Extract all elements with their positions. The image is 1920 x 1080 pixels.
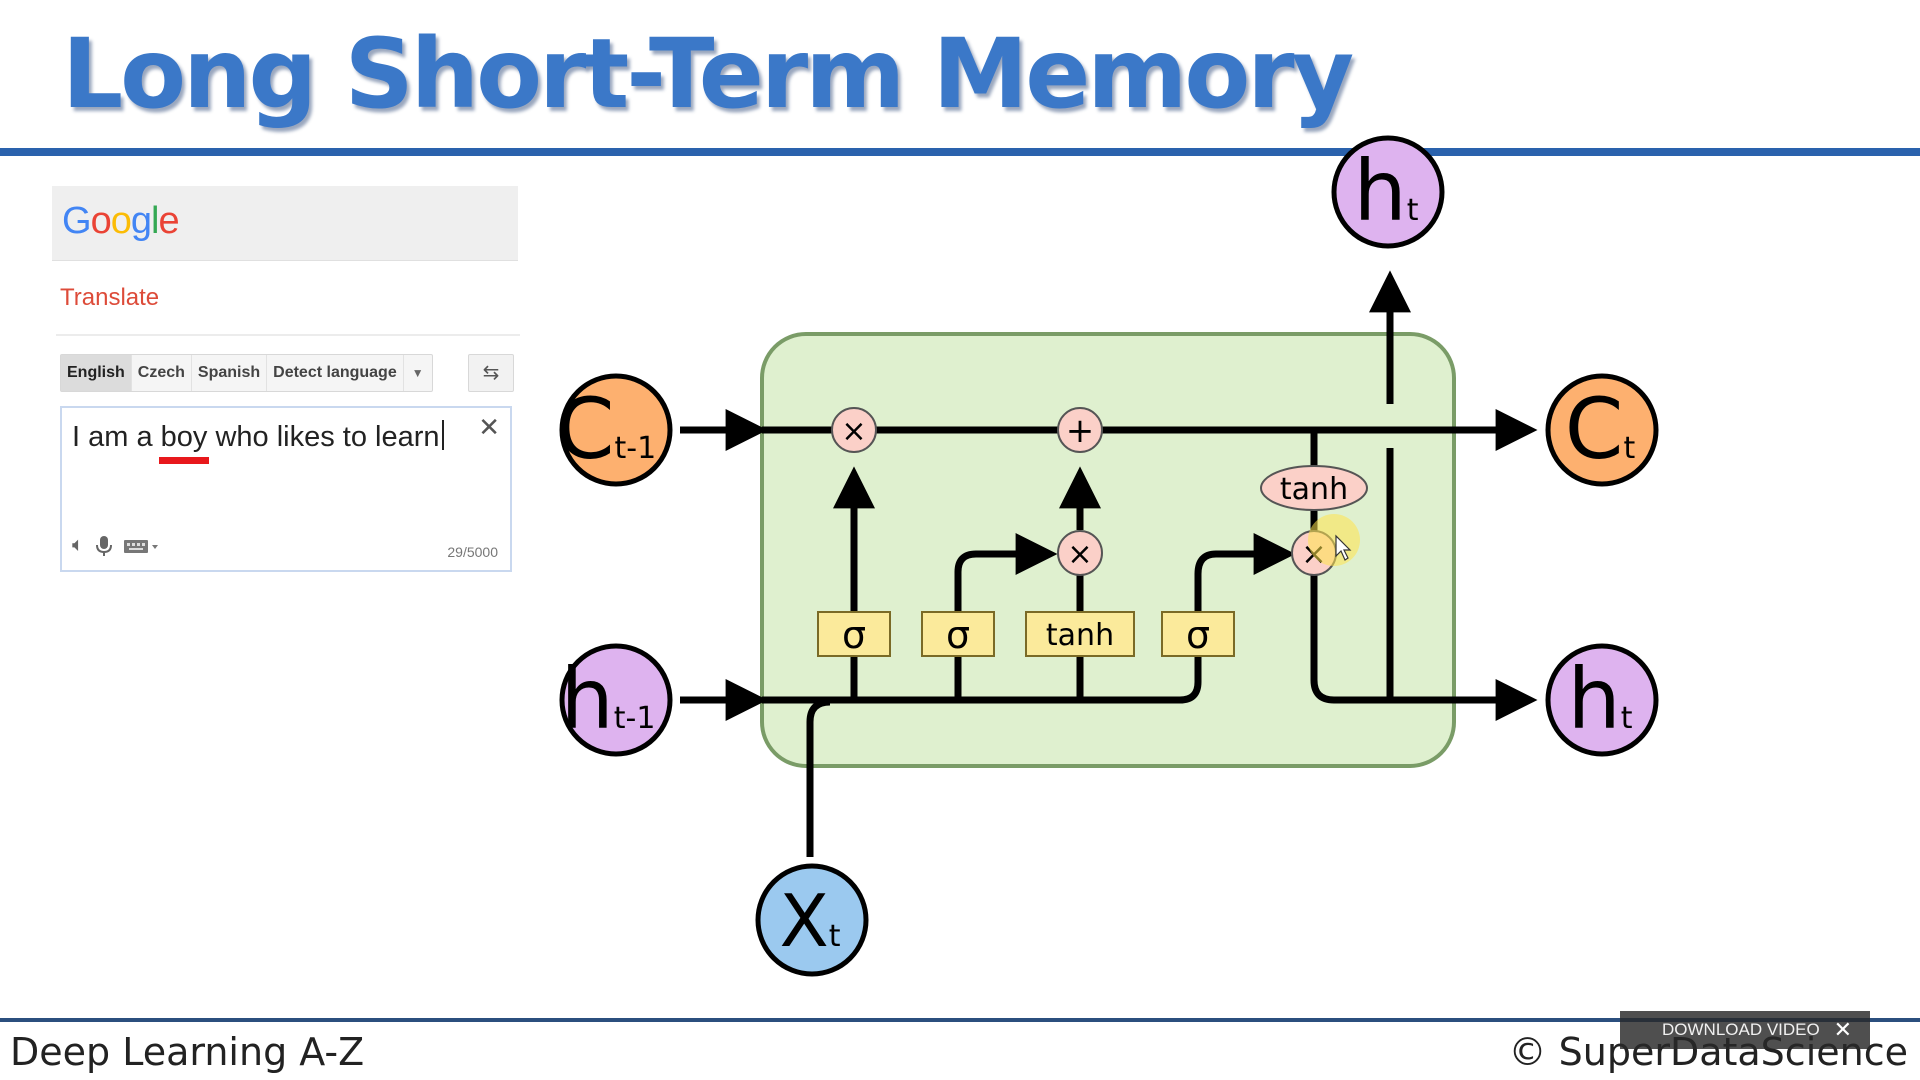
output-gate-to-mult [1194,533,1296,612]
forget-multiply-op: × [831,407,877,453]
source-text-input[interactable]: I am a boy who likes to learn [72,420,444,464]
microphone-icon[interactable] [96,535,112,557]
title-divider [0,148,1920,156]
add-symbol: + [1066,411,1095,451]
x-input-line [806,698,831,857]
input-gate-to-mult [954,533,1058,612]
lstm-cell-body [760,332,1456,768]
svg-text:Xt: Xt [779,879,840,963]
candidate-gate: tanh [1025,611,1135,657]
translate-product-label[interactable]: Translate [60,284,160,311]
svg-text:ht-1: ht-1 [561,650,656,748]
h-top-main: h [1353,142,1406,240]
c-prev-sub: t-1 [614,431,656,466]
output-gate: σ [1161,611,1235,657]
mouse-pointer [1308,514,1360,566]
language-dropdown-icon[interactable]: ▼ [411,366,424,380]
spellcheck-flagged-word[interactable]: boy [158,421,210,464]
text-cursor [441,420,444,450]
swap-arrows-icon[interactable]: ⇆ [468,354,514,392]
course-name: Deep Learning A-Z [10,1030,365,1074]
h-top-node: ht [1331,135,1445,249]
input-multiply-symbol: × [1067,537,1092,572]
close-icon[interactable]: ✕ [1833,1017,1852,1042]
hidden-input-bus [762,632,1202,704]
keyboard-icon[interactable] [124,537,160,555]
download-video-button[interactable]: DOWNLOAD VIDEO [1662,1020,1820,1039]
footer-divider [0,1018,1920,1022]
forget-gate-label: σ [842,613,866,657]
x-input-node: Xt [755,863,869,977]
svg-text:Ct: Ct [1565,380,1636,478]
x-input-main: X [779,879,828,963]
logo-letter: o [90,200,112,242]
output-mult-down [1310,574,1538,721]
language-tab-czech[interactable]: Czech [132,355,192,391]
google-logo: Google [62,200,180,243]
add-op: + [1057,407,1103,453]
source-text-before: I am a [72,421,161,453]
h-prev-main: h [561,650,614,748]
svg-text:ht: ht [1353,142,1418,240]
input-multiply-op: × [1057,530,1103,576]
h-top-sub: t [1407,193,1419,228]
svg-text:ht: ht [1567,650,1632,748]
slide-title: Long Short-Term Memory [62,18,1354,130]
h-next-sub: t [1621,701,1633,736]
cell-tanh-label: tanh [1280,472,1348,507]
character-count: 29/5000 [447,544,498,560]
logo-letter: g [130,200,152,242]
c-next-sub: t [1623,431,1635,466]
speaker-icon[interactable]: 🔈︎ [72,534,84,556]
language-tab-english[interactable]: English [61,355,132,391]
logo-letter: o [110,200,132,242]
h-prev-sub: t-1 [614,701,656,736]
cell-tanh-op: tanh [1260,465,1368,511]
c-next-main: C [1565,380,1624,478]
logo-letter: l [150,200,160,242]
h-next-main: h [1567,650,1620,748]
input-gate: σ [921,611,995,657]
c-next-node: Ct [1545,373,1659,487]
language-tab-detect[interactable]: Detect language [267,355,404,391]
clear-text-icon[interactable]: ✕ [478,412,500,442]
download-video-bar[interactable]: DOWNLOAD VIDEO ✕ [1620,1011,1870,1049]
svg-text:Ct-1: Ct-1 [556,380,656,478]
language-tab-spanish[interactable]: Spanish [192,355,268,391]
translate-header: Google [52,186,518,261]
forget-gate: σ [817,611,891,657]
source-text-box[interactable]: I am a boy who likes to learn ✕ 🔈︎ 29/50… [60,406,512,572]
h-next-node: ht [1545,643,1659,757]
input-tools: 🔈︎ [72,534,160,557]
input-gate-label: σ [946,613,970,657]
logo-letter: G [62,200,92,242]
x-input-sub: t [829,919,841,954]
candidate-gate-label: tanh [1046,618,1114,653]
source-text-after: who likes to learn [207,421,440,453]
c-prev-node: Ct-1 [556,373,673,487]
logo-letter: e [158,200,179,242]
output-gate-label: σ [1186,613,1210,657]
c-prev-main: C [556,380,615,478]
forget-multiply-symbol: × [841,414,866,449]
source-language-bar: English Czech Spanish Detect language ▼ [60,354,433,392]
h-prev-node: ht-1 [559,643,673,757]
translate-divider [56,334,520,336]
